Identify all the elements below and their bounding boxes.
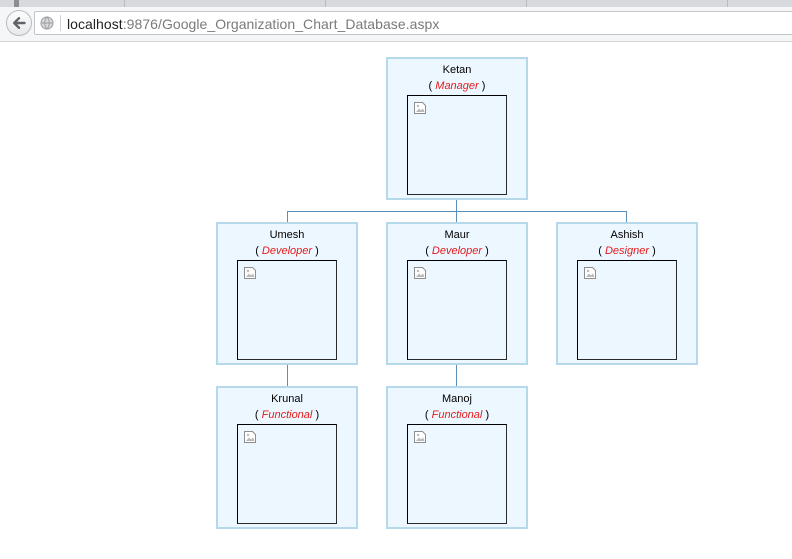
connector-line (456, 365, 457, 386)
broken-image-icon (584, 267, 596, 279)
broken-image-icon (414, 431, 426, 443)
node-photo (237, 260, 337, 360)
org-node-ashish[interactable]: Ashish ( Designer ) (556, 222, 698, 365)
node-role-line: ( Functional ) (424, 409, 490, 421)
tab-divider (124, 0, 125, 7)
node-photo (407, 95, 507, 195)
node-role: Manager (435, 80, 479, 92)
broken-image-icon (414, 102, 426, 114)
url-text[interactable]: localhost:9876/Google_Organization_Chart… (67, 16, 439, 32)
node-role-line: ( Manager ) (428, 80, 486, 92)
org-node-maur[interactable]: Maur ( Developer ) (386, 222, 528, 365)
broken-image-icon (244, 431, 256, 443)
node-role: Developer (431, 245, 483, 257)
connector-line (287, 211, 627, 212)
tab-grip (14, 0, 19, 7)
node-role-line: ( Developer ) (255, 245, 319, 257)
address-bar[interactable]: localhost:9876/Google_Organization_Chart… (34, 11, 792, 35)
connector-line (626, 211, 627, 222)
node-role: Designer (604, 245, 650, 257)
url-host: localhost (67, 16, 123, 32)
node-name: Krunal (271, 393, 303, 405)
node-role-line: ( Functional ) (254, 409, 320, 421)
node-name: Umesh (269, 229, 305, 241)
node-role-line: ( Designer ) (598, 245, 656, 257)
broken-image-icon (414, 267, 426, 279)
node-role-line: ( Developer ) (425, 245, 489, 257)
connector-line (456, 200, 457, 211)
node-photo (407, 424, 507, 524)
broken-image-icon (244, 267, 256, 279)
tab-divider (325, 0, 326, 7)
org-node-manoj[interactable]: Manoj ( Functional ) (386, 386, 528, 529)
node-photo (407, 260, 507, 360)
connector-line (287, 211, 288, 222)
browser-toolbar: localhost:9876/Google_Organization_Chart… (0, 7, 792, 42)
node-photo (577, 260, 677, 360)
node-role: Functional (431, 409, 483, 421)
browser-tab-strip (0, 0, 792, 7)
node-name: Maur (444, 229, 470, 241)
connector-line (456, 211, 457, 222)
org-node-krunal[interactable]: Krunal ( Functional ) (216, 386, 358, 529)
node-photo (237, 424, 337, 524)
url-path: :9876/Google_Organization_Chart_Database… (122, 16, 440, 32)
node-role: Functional (261, 409, 313, 421)
node-role: Developer (261, 245, 313, 257)
tab-divider (526, 0, 527, 7)
connector-line (287, 365, 288, 386)
address-bar-divider (60, 15, 61, 31)
node-name: Ketan (442, 64, 472, 76)
node-name: Manoj (442, 393, 472, 405)
node-name: Ashish (610, 229, 644, 241)
arrow-left-icon (13, 17, 26, 29)
globe-icon (40, 16, 54, 30)
back-button[interactable] (6, 10, 32, 36)
tab-divider (727, 0, 728, 7)
org-node-umesh[interactable]: Umesh ( Developer ) (216, 222, 358, 365)
org-node-ketan[interactable]: Ketan ( Manager ) (386, 57, 528, 200)
